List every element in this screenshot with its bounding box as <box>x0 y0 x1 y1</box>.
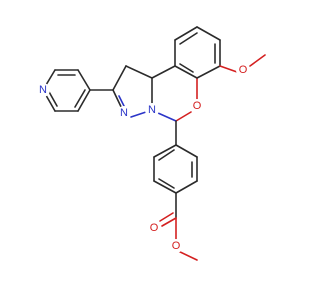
atom-bg <box>147 221 161 235</box>
bond <box>74 89 86 108</box>
atom-bg <box>236 63 250 77</box>
bond <box>77 89 91 112</box>
bond <box>159 212 174 222</box>
bond <box>77 69 91 91</box>
bond <box>125 65 153 79</box>
bond <box>174 65 198 79</box>
methoxy-oxygen-label: O <box>239 64 248 76</box>
bond <box>179 63 194 73</box>
atom-bg <box>145 103 159 117</box>
bond <box>196 26 221 41</box>
bond <box>158 149 175 161</box>
molecule-structure: N N N O O O O <box>36 26 266 261</box>
atom-bg <box>169 239 183 253</box>
bond <box>151 65 176 79</box>
bond <box>174 26 198 41</box>
bond <box>219 65 238 73</box>
atom-bg <box>36 83 50 97</box>
pyridine-nitrogen-label: N <box>39 84 47 96</box>
ester-ether-oxygen-label: O <box>172 240 181 252</box>
atom-labels: N N N O O O O <box>36 63 250 253</box>
bond <box>158 178 175 189</box>
pyrazoline-n2-label: N <box>148 104 156 116</box>
bond <box>175 144 198 158</box>
bond <box>153 180 177 194</box>
atom-bg <box>117 106 131 120</box>
ring-oxygen-label: O <box>193 100 202 112</box>
bond <box>161 217 177 227</box>
pyrazoline-n1-label: N <box>120 107 128 119</box>
bond <box>175 180 198 194</box>
bond <box>179 32 198 45</box>
bond <box>157 112 177 122</box>
bond <box>249 54 266 67</box>
atom-bg <box>190 99 204 113</box>
bond <box>153 144 177 158</box>
bond <box>47 89 58 107</box>
bond <box>196 65 221 79</box>
ester-carbonyl-oxygen-label: O <box>150 222 159 234</box>
bond <box>112 65 127 91</box>
bond <box>175 111 192 122</box>
